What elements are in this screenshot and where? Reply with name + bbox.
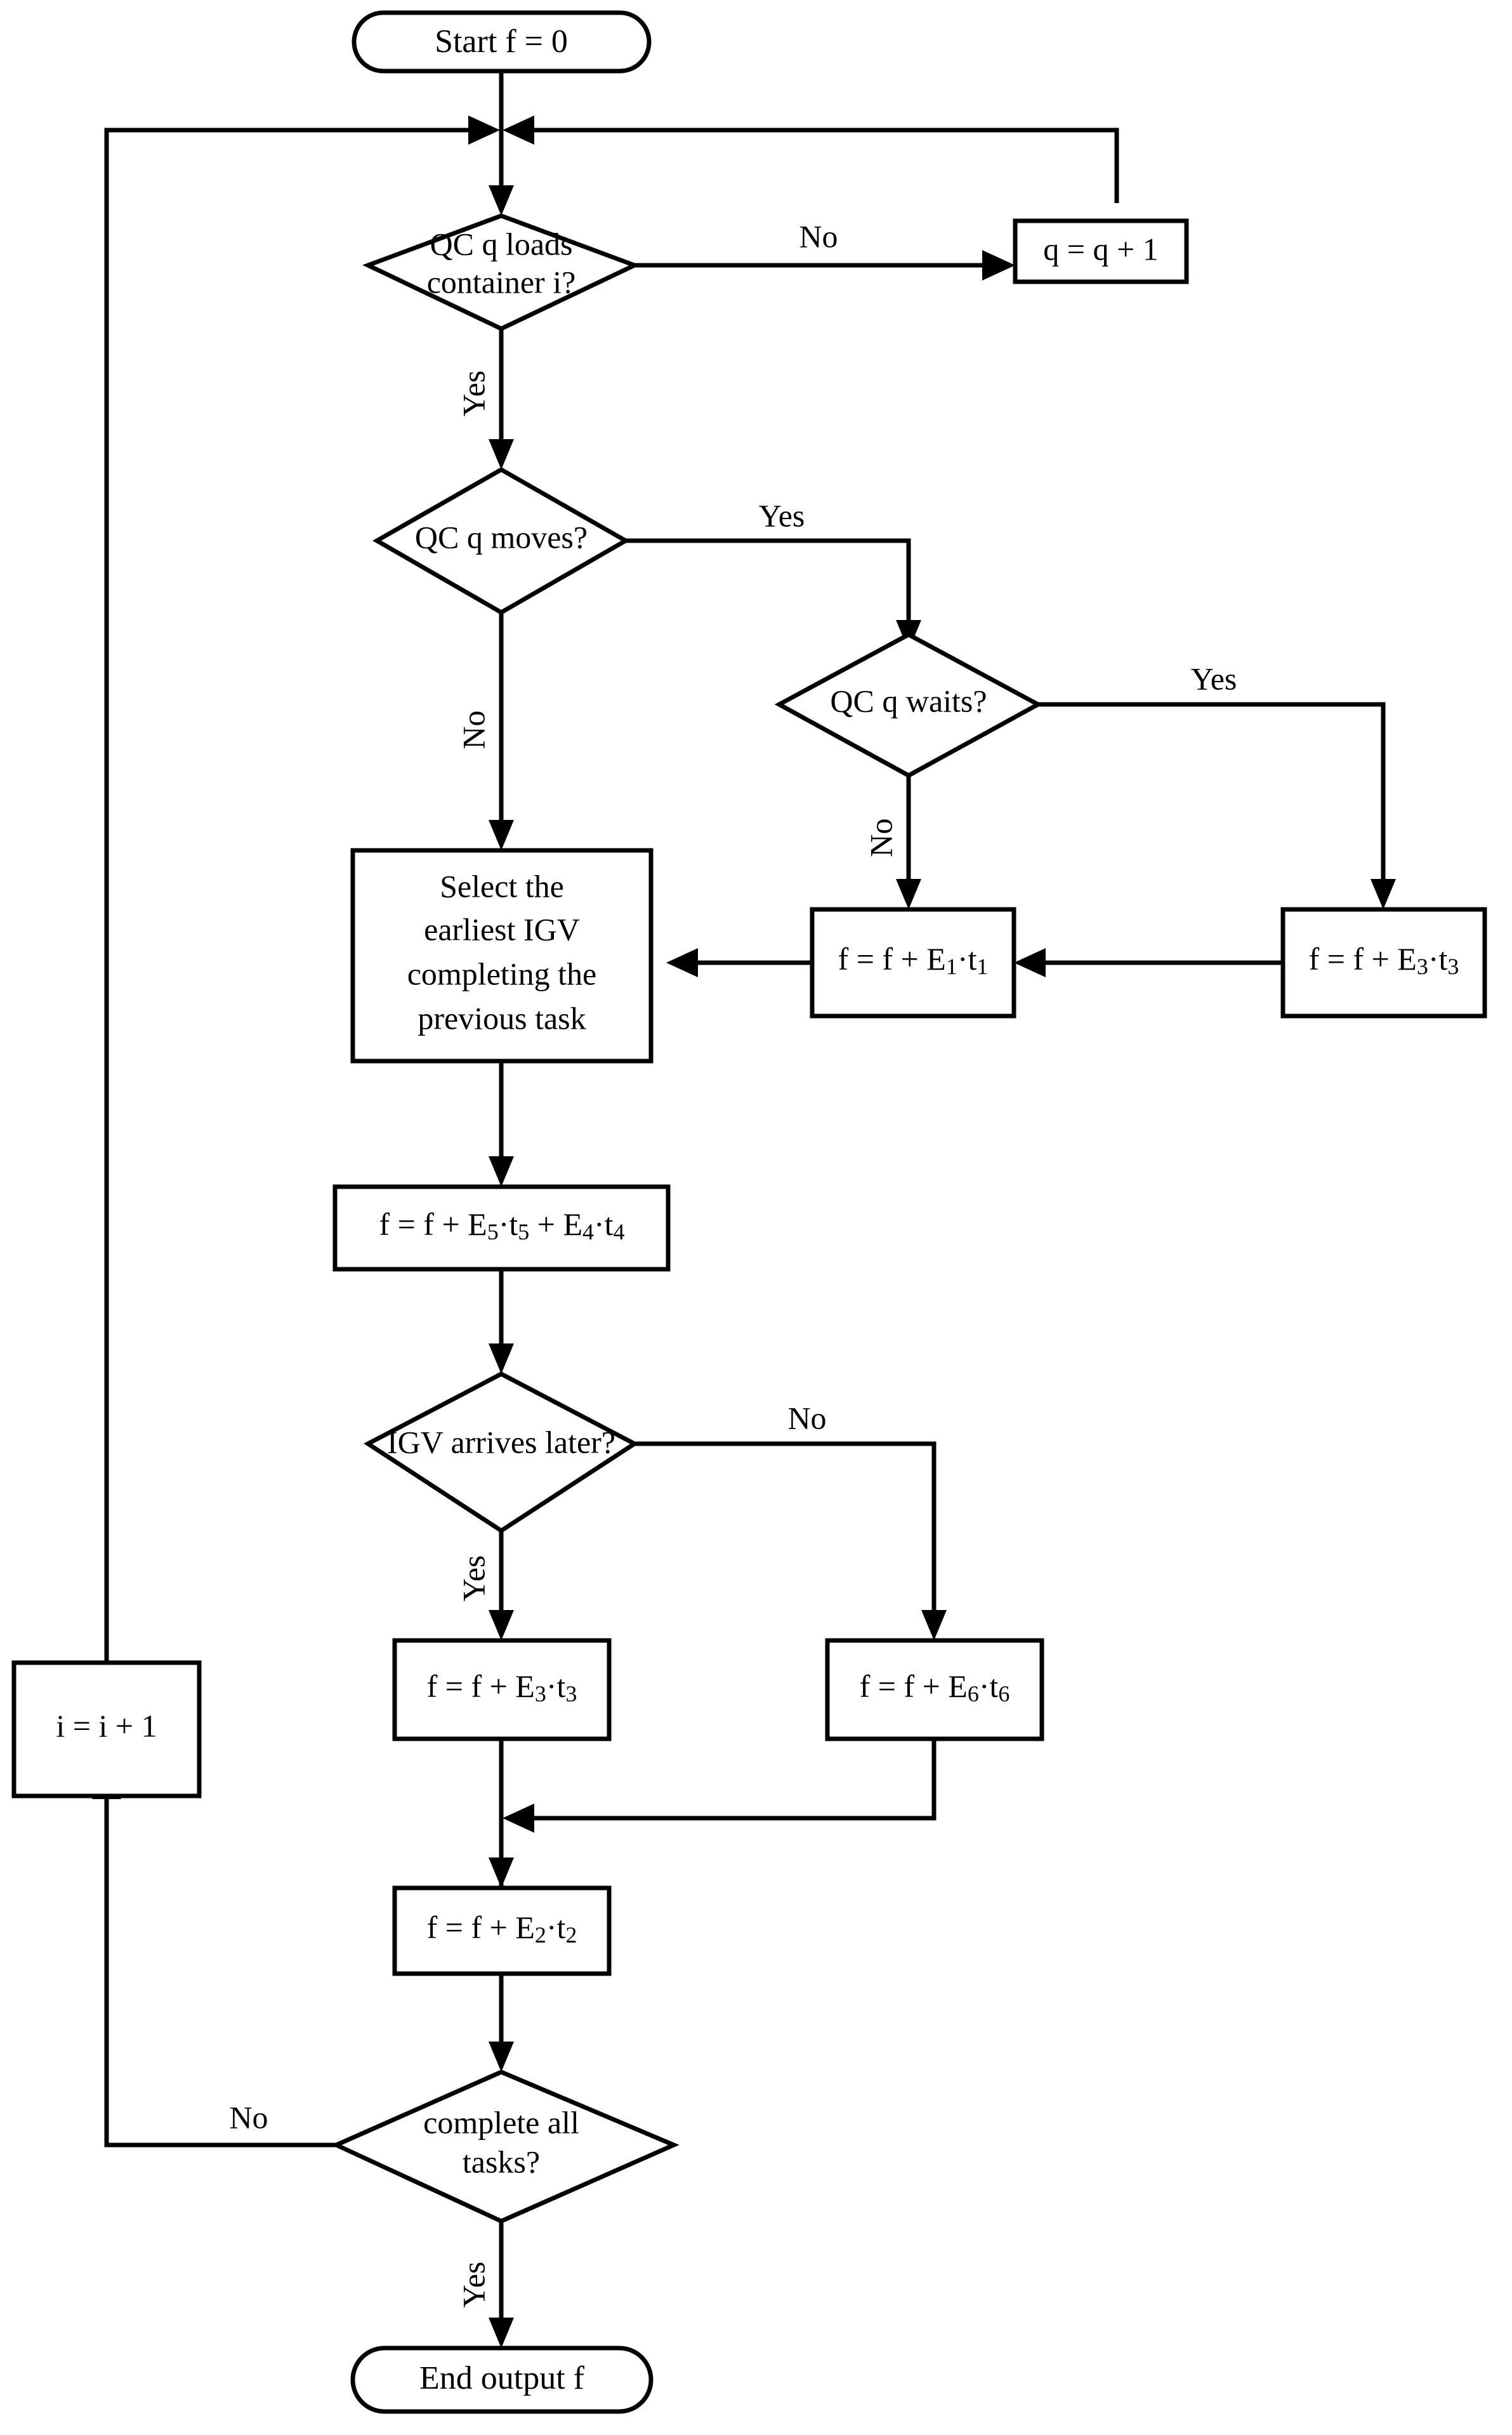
arrowhead-waits-yes: [1371, 879, 1396, 909]
select-igv-shape: [350, 848, 654, 1064]
decision-waits-label: QC q waits?: [830, 683, 987, 718]
edge-label-moves-no: No: [456, 710, 491, 749]
arrowhead-e2t2-to-complete: [489, 2042, 514, 2072]
start-label: Start f = 0: [435, 23, 568, 60]
decision-loads-line1: QC q loads: [430, 226, 573, 261]
end-label: End output f: [419, 2360, 585, 2396]
edge-e6t6-down-left: [533, 1739, 937, 1821]
arrowhead-arrives-yes: [489, 1610, 514, 1640]
decision-waits-shape: [774, 632, 1043, 778]
arrowhead-loads-yes: [489, 439, 514, 470]
decision-complete-shape: [331, 2069, 680, 2224]
edge-iinc-feedback-up: [104, 128, 471, 1663]
decision-arrives-shape: [364, 1371, 639, 1534]
f-e3t3-bottom-shape: [392, 1638, 612, 1741]
node-process-f-e6t6[interactable]: f = f + E6·t6: [825, 1638, 1044, 1741]
node-process-f-e2t2[interactable]: f = f + E2·t2: [392, 1885, 612, 1976]
edge-labels-layer: No Yes Yes No Yes No No Yes No Yes: [229, 218, 1237, 2307]
i-increment-shape: [11, 1660, 202, 1798]
arrowhead-e5t5-to-arrives: [489, 1343, 514, 1374]
q-increment-label: q = q + 1: [1043, 231, 1158, 267]
node-process-select-earliest-igv[interactable]: Select the earliest IGV completing the p…: [350, 848, 654, 1064]
f-e1t1-label: f = f + E1·t1: [838, 941, 989, 979]
select-igv-line3: completing the: [407, 956, 597, 991]
node-process-f-e3t3-bottom[interactable]: f = f + E3·t3: [392, 1638, 612, 1741]
node-decision-qc-loads-container[interactable]: QC q loads container i?: [362, 213, 640, 331]
arrowhead-arrives-no: [921, 1610, 947, 1640]
f-e2t2-shape: [392, 1885, 612, 1976]
select-igv-line2: earliest IGV: [424, 911, 580, 947]
edge-label-loads-yes: Yes: [456, 371, 491, 417]
arrowhead-moves-no: [489, 820, 514, 850]
node-process-f-e1t1[interactable]: f = f + E1·t1: [810, 907, 1016, 1019]
edge-arrives-no-to-e6t6: [634, 1441, 937, 1625]
node-decision-qc-moves[interactable]: QC q moves?: [372, 466, 631, 616]
decision-moves-shape: [372, 466, 631, 616]
edge-complete-no-to-iinc: [104, 1796, 336, 2148]
edge-qinc-feedback-up: [532, 128, 1119, 203]
node-start[interactable]: Start f = 0: [352, 10, 652, 74]
edge-label-loads-no: No: [799, 218, 838, 254]
edge-label-waits-no: No: [863, 818, 898, 857]
arrowhead-trunk-to-e2t2: [489, 1858, 514, 1888]
f-e3t3-top-label: f = f + E3·t3: [1309, 941, 1459, 979]
arrowhead-merge-to-loads: [489, 185, 514, 216]
i-increment-label: i = i + 1: [56, 1708, 157, 1743]
start-terminal-shape: [352, 10, 652, 74]
edge-waits-yes-to-e3t3top: [1038, 702, 1386, 894]
node-process-q-increment[interactable]: q = q + 1: [1013, 218, 1189, 284]
arrowhead-e3t3top-to-e1t1: [1014, 948, 1046, 977]
end-terminal-shape: [350, 2346, 654, 2414]
node-decision-qc-waits[interactable]: QC q waits?: [774, 632, 1043, 778]
decision-moves-label: QC q moves?: [415, 519, 588, 555]
decision-loads-line2: container i?: [427, 264, 576, 300]
arrowhead-e1t1-to-select: [666, 948, 698, 977]
decision-arrives-label: IGV arrives later?: [387, 1424, 615, 1460]
arrowhead-left-into-merge: [468, 115, 500, 145]
f-e3t3-top-shape: [1280, 907, 1487, 1019]
arrowhead-select-to-e5t5: [489, 1156, 514, 1187]
q-increment-shape: [1013, 218, 1189, 284]
node-process-f-e5t5-e4t4[interactable]: f = f + E5·t5 + E4·t4: [332, 1184, 671, 1272]
edge-label-arrives-no: No: [787, 1400, 826, 1435]
node-decision-complete-all-tasks[interactable]: complete all tasks?: [331, 2069, 680, 2224]
f-e6t6-shape: [825, 1638, 1044, 1741]
arrowhead-waits-no: [896, 879, 921, 909]
select-igv-line1: Select the: [440, 868, 564, 904]
edge-label-complete-yes: Yes: [456, 2262, 491, 2308]
f-e5t5-e4t4-shape: [332, 1184, 671, 1272]
f-e3t3-bottom-label: f = f + E3·t3: [427, 1668, 577, 1706]
node-process-i-increment[interactable]: i = i + 1: [11, 1660, 202, 1798]
edge-label-complete-no: No: [229, 2099, 268, 2135]
node-process-f-e3t3-top[interactable]: f = f + E3·t3: [1280, 907, 1487, 1019]
f-e1t1-shape: [810, 907, 1016, 1019]
edge-moves-yes-to-waits: [626, 538, 911, 635]
decision-loads-shape: [362, 213, 640, 331]
arrowhead-e6t6-merge: [503, 1804, 534, 1833]
edge-label-arrives-yes: Yes: [456, 1555, 491, 1602]
f-e5t5-e4t4-label: f = f + E5·t5 + E4·t4: [379, 1206, 624, 1244]
arrowhead-right-into-merge: [503, 115, 534, 145]
node-end[interactable]: End output f: [350, 2346, 654, 2414]
edge-label-waits-yes: Yes: [1191, 661, 1237, 696]
arrowhead-loads-no: [982, 250, 1015, 280]
select-igv-line4: previous task: [417, 1000, 586, 1036]
edges-layer: [92, 71, 1396, 2348]
edge-label-moves-yes: Yes: [759, 498, 805, 533]
decision-complete-line1: complete all: [423, 2104, 579, 2140]
decision-complete-line2: tasks?: [463, 2144, 540, 2179]
f-e2t2-label: f = f + E2·t2: [427, 1910, 577, 1948]
f-e6t6-label: f = f + E6·t6: [860, 1668, 1010, 1706]
arrowhead-complete-yes: [489, 2318, 514, 2348]
node-decision-igv-arrives-later[interactable]: IGV arrives later?: [364, 1371, 639, 1534]
